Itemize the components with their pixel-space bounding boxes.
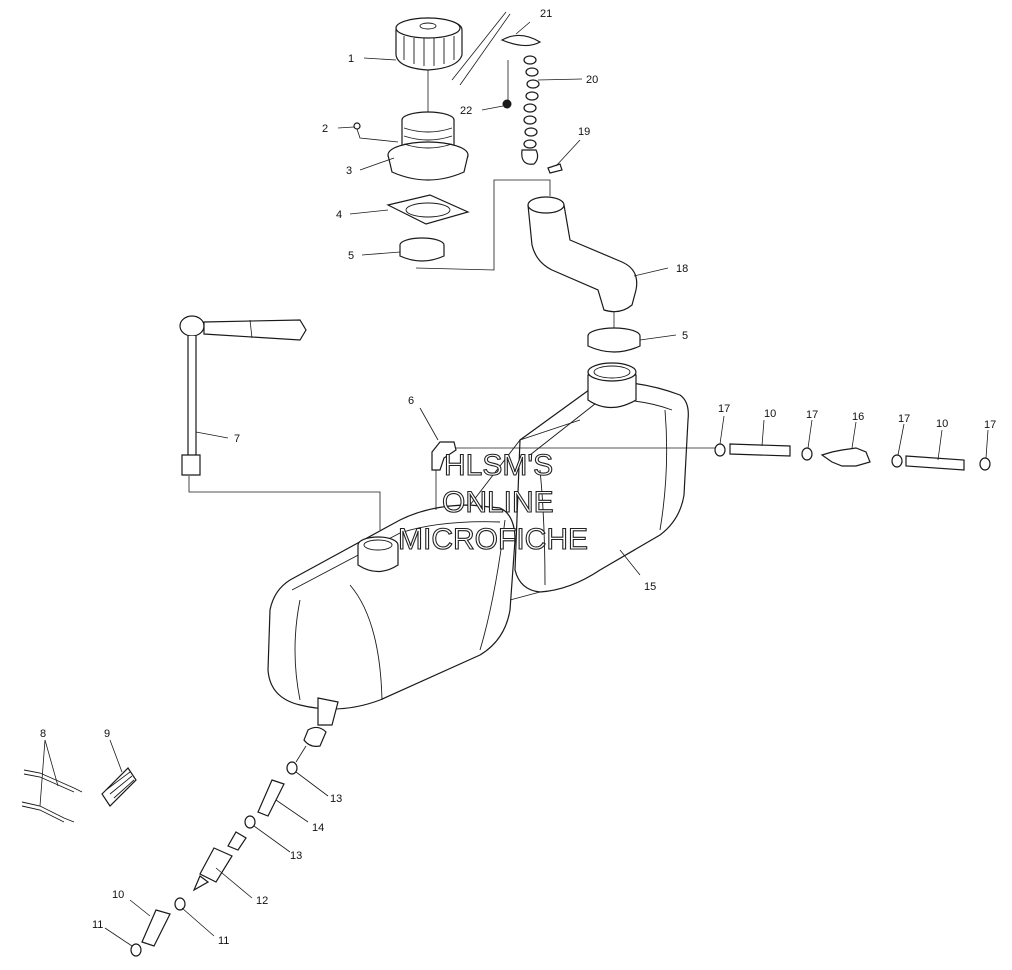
fuel-line-parts (130, 726, 327, 957)
callout-13-lower: 13 (290, 850, 302, 862)
callout-13-upper: 13 (330, 793, 342, 805)
callout-2: 2 (322, 123, 328, 135)
callout-1: 1 (348, 53, 354, 65)
callout-8: 8 (40, 728, 46, 740)
callout-17-d: 17 (984, 419, 996, 431)
callout-10-right-a: 10 (764, 408, 776, 420)
clamp-ring-upper (399, 237, 445, 262)
callout-4: 4 (336, 209, 342, 221)
callout-17-b: 17 (806, 409, 818, 421)
vent-line-parts (714, 443, 991, 471)
callout-10-lower: 10 (112, 889, 124, 901)
gasket (386, 194, 470, 225)
callout-5-upper: 5 (348, 250, 354, 262)
callout-20: 20 (586, 74, 598, 86)
callout-5-lower: 5 (682, 330, 688, 342)
callout-6: 6 (408, 395, 414, 407)
watermark: HLSM'S ONLINE MICROFICHE (397, 448, 588, 556)
filler-cap (395, 17, 463, 71)
callout-17-c: 17 (898, 413, 910, 425)
callout-21: 21 (540, 8, 552, 20)
callout-12: 12 (256, 895, 268, 907)
callout-11-lower-right: 11 (218, 935, 229, 947)
callout-15: 15 (644, 581, 656, 593)
callout-19: 19 (578, 126, 590, 138)
leader-lines (39, 21, 989, 947)
callout-3: 3 (346, 165, 352, 177)
callout-17-a: 17 (718, 403, 730, 415)
callout-9: 9 (104, 728, 110, 740)
callout-labels: 1 2 3 4 5 5 6 7 8 9 10 10 10 11 11 12 13… (40, 8, 996, 947)
callout-10-right-b: 10 (936, 418, 948, 430)
callout-22: 22 (460, 105, 472, 117)
callout-11-lower-left: 11 (92, 919, 103, 931)
filler-neck (387, 111, 469, 181)
tether-chain (500, 34, 542, 165)
watermark-line-2: ONLINE (442, 486, 554, 519)
filler-hose (527, 196, 638, 313)
clamp-ring-lower (587, 327, 641, 353)
vent-fitting (353, 122, 399, 143)
clamp-ties (21, 769, 83, 823)
fuel-tank (267, 362, 689, 726)
watermark-line-1: HLSM'S (444, 449, 553, 482)
callout-7: 7 (234, 433, 240, 445)
callout-14: 14 (312, 822, 324, 834)
hose-clip (547, 163, 563, 174)
vent-elbow (431, 441, 457, 510)
watermark-line-3: MICROFICHE (398, 523, 588, 556)
callout-18: 18 (676, 263, 688, 275)
spring (101, 767, 137, 807)
fuel-gauge-sender (179, 315, 307, 476)
callout-16: 16 (852, 411, 864, 423)
